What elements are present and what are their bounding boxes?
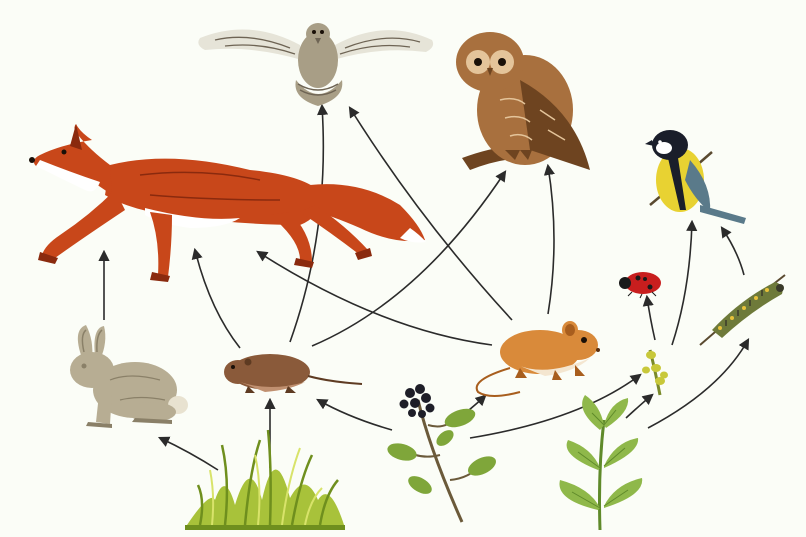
food-web-diagram xyxy=(0,0,806,537)
food-web-canvas xyxy=(0,0,806,537)
